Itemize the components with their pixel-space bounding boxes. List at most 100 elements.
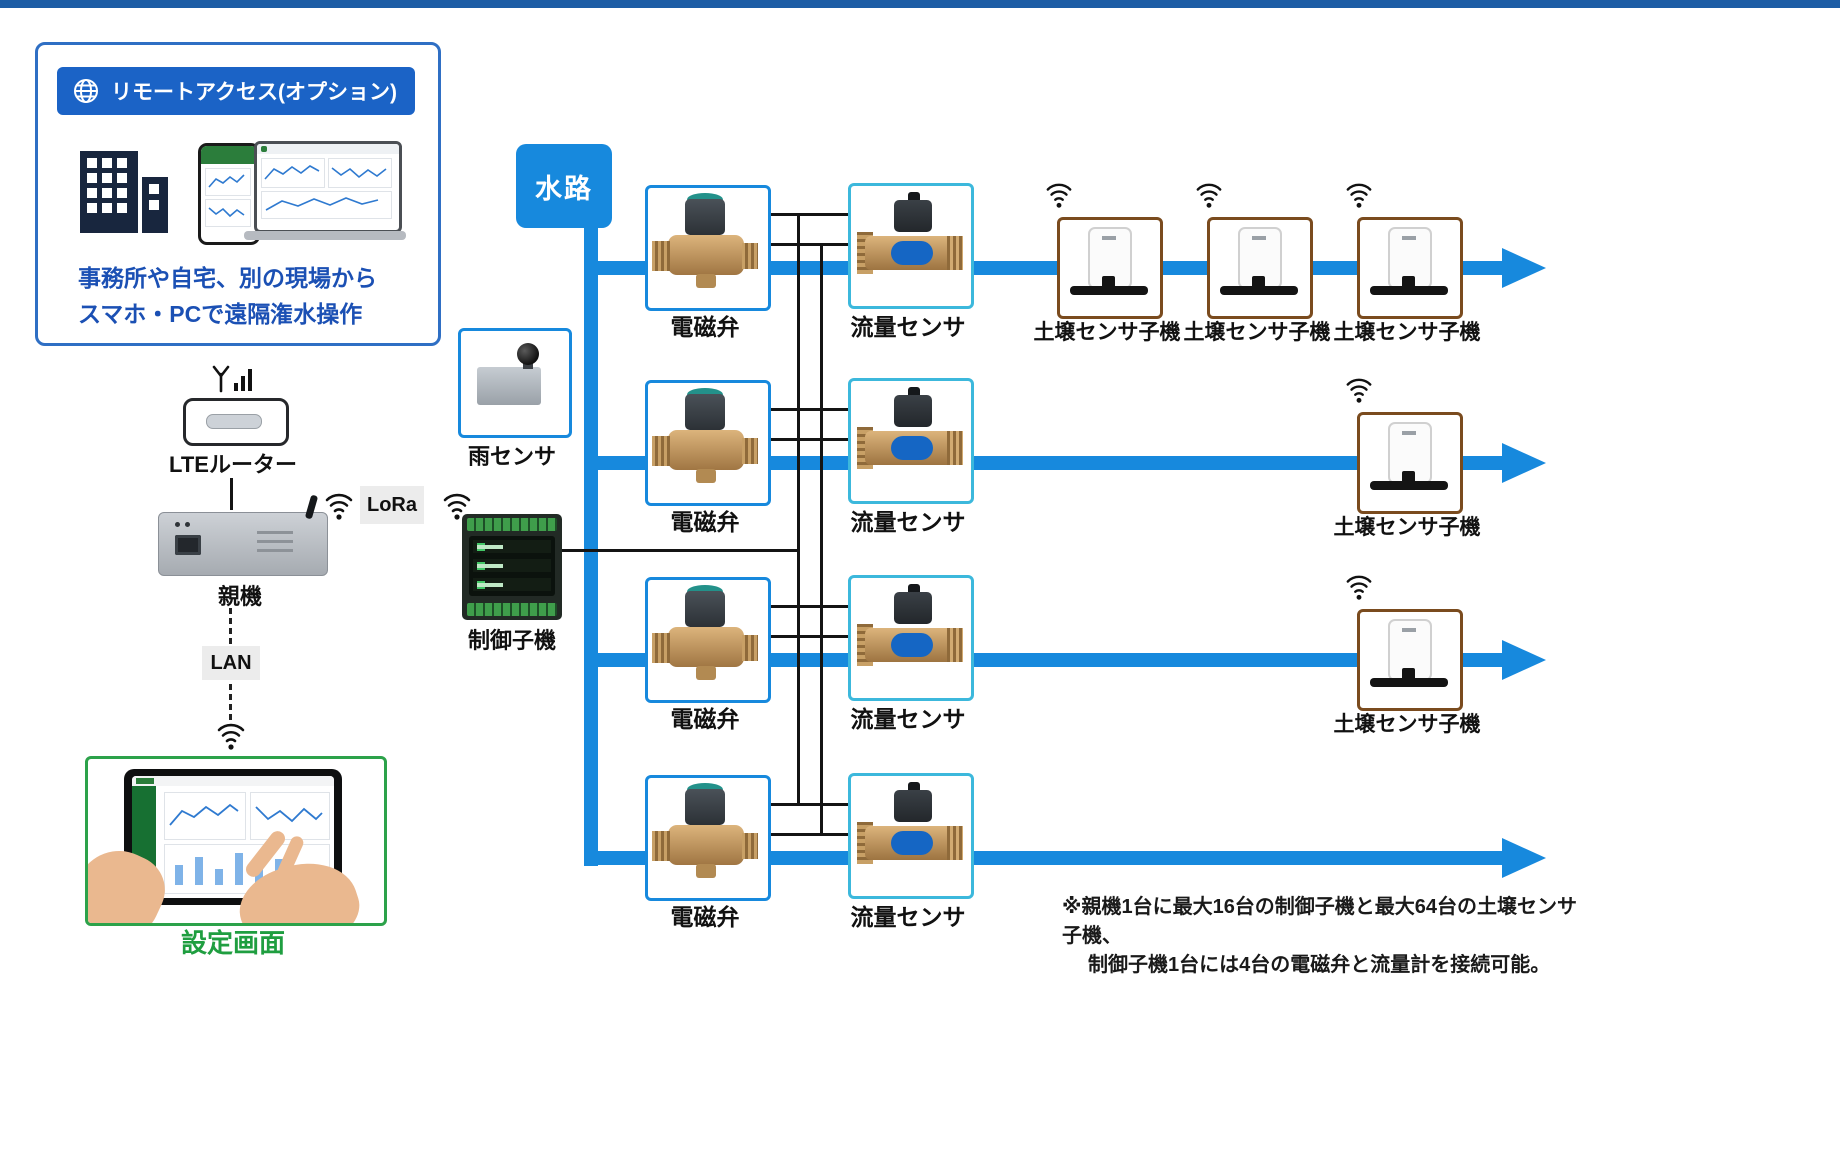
- parent-unit-device: [158, 494, 328, 576]
- wiring-line: [765, 635, 848, 638]
- cellular-signal-icon: [212, 365, 252, 393]
- wifi-icon: [1346, 378, 1372, 403]
- solenoid-valve-image: [648, 580, 768, 700]
- wifi-icon: [1346, 575, 1372, 600]
- soil-sensor-label: 土壌センサ子機: [1333, 713, 1481, 736]
- tablet-screen: [132, 776, 334, 898]
- flow-sensor-label: 流量センサ: [850, 904, 966, 930]
- soil-sensor-image: [1360, 220, 1460, 316]
- controller-device: [462, 514, 562, 620]
- building-icon: [80, 151, 168, 233]
- pipe-arrow-row4: [1502, 838, 1546, 878]
- globe-icon: [74, 79, 98, 103]
- soil-sensor-label: 土壌センサ子機: [1183, 321, 1331, 344]
- settings-screen-panel: [85, 756, 387, 926]
- wiring-line: [765, 243, 848, 246]
- solenoid-valve-image: [648, 383, 768, 503]
- rain-sensor-image: [461, 331, 569, 435]
- flow-sensor-image: [851, 776, 971, 896]
- irrigation-pipe-row3: [584, 653, 1502, 667]
- soil-sensor-box: [1207, 217, 1313, 319]
- flow-sensor-image: [851, 578, 971, 698]
- wifi-icon: [325, 493, 353, 520]
- solenoid-valve-box: [645, 577, 771, 703]
- lte-router-label: LTEルーター: [169, 452, 297, 477]
- solenoid-valve-image: [648, 188, 768, 308]
- lan-dashed-line: [229, 608, 232, 644]
- antenna: [304, 494, 319, 520]
- soil-sensor-box: [1357, 217, 1463, 319]
- waterway-badge: 水路: [516, 144, 612, 228]
- footnote-line1: ※親機1台に最大16台の制御子機と最大64台の土壌センサ子機、: [1062, 896, 1578, 947]
- wiring-line: [765, 605, 848, 608]
- footnote: ※親機1台に最大16台の制御子機と最大64台の土壌センサ子機、 制御子機1台には…: [1062, 893, 1582, 980]
- irrigation-pipe-row2: [584, 456, 1502, 470]
- pipe-arrow-row3: [1502, 640, 1546, 680]
- waterway-trunk-pipe: [584, 226, 598, 866]
- lte-router-device: [183, 398, 289, 446]
- soil-sensor-box: [1057, 217, 1163, 319]
- irrigation-pipe-row4: [584, 851, 1502, 865]
- lan-dashed-line: [229, 684, 232, 720]
- wiring-bus-line: [797, 213, 800, 805]
- wiring-line: [765, 408, 848, 411]
- solenoid-valve-label: 電磁弁: [670, 706, 740, 732]
- ethernet-port: [175, 535, 201, 555]
- soil-sensor-label: 土壌センサ子機: [1033, 321, 1181, 344]
- soil-sensor-image: [1060, 220, 1160, 316]
- router-link-line: [230, 478, 233, 510]
- soil-sensor-box: [1357, 412, 1463, 514]
- solenoid-valve-image: [648, 778, 768, 898]
- flow-sensor-box: [848, 773, 974, 899]
- remote-access-description-line1: 事務所や自宅、別の現場から: [78, 265, 377, 291]
- solenoid-valve-box: [645, 185, 771, 311]
- phone-mockup: [198, 143, 260, 245]
- rain-sensor-box: [458, 328, 572, 438]
- soil-sensor-image: [1210, 220, 1310, 316]
- pipe-arrow-row2: [1502, 443, 1546, 483]
- wiring-line: [765, 438, 848, 441]
- soil-sensor-box: [1357, 609, 1463, 711]
- wifi-icon: [443, 493, 471, 520]
- wifi-icon: [1346, 183, 1372, 208]
- solenoid-valve-label: 電磁弁: [670, 904, 740, 930]
- flow-sensor-image: [851, 186, 971, 306]
- laptop-mockup: [254, 141, 402, 233]
- soil-sensor-label: 土壌センサ子機: [1333, 516, 1481, 539]
- solenoid-valve-label: 電磁弁: [670, 314, 740, 340]
- pipe-arrow-row1: [1502, 248, 1546, 288]
- flow-sensor-box: [848, 575, 974, 701]
- flow-sensor-label: 流量センサ: [850, 509, 966, 535]
- lan-label: LAN: [202, 646, 260, 680]
- remote-access-panel: リモートアクセス(オプション): [35, 42, 441, 346]
- flow-sensor-box: [848, 183, 974, 309]
- solenoid-valve-box: [645, 775, 771, 901]
- soil-sensor-image: [1360, 415, 1460, 511]
- rain-sensor-label: 雨センサ: [467, 444, 556, 469]
- wifi-icon: [1196, 183, 1222, 208]
- remote-access-title: リモートアクセス(オプション): [111, 81, 397, 104]
- lora-label: LoRa: [360, 486, 424, 524]
- flow-sensor-label: 流量センサ: [850, 314, 966, 340]
- wiring-line: [765, 803, 848, 806]
- footnote-line2: 制御子機1台には4台の電磁弁と流量計を接続可能。: [1088, 954, 1551, 976]
- top-accent-bar: [0, 0, 1840, 8]
- wiring-line: [765, 833, 848, 836]
- soil-sensor-image: [1360, 612, 1460, 708]
- wiring-line: [765, 213, 848, 216]
- solenoid-valve-label: 電磁弁: [670, 509, 740, 535]
- soil-sensor-label: 土壌センサ子機: [1333, 321, 1481, 344]
- remote-access-description-line2: スマホ・PCで遠隔潅水操作: [78, 301, 363, 327]
- solenoid-valve-box: [645, 380, 771, 506]
- remote-access-header: リモートアクセス(オプション): [57, 67, 415, 115]
- controller-wiring-line: [562, 549, 799, 552]
- parent-unit-label: 親機: [217, 584, 262, 609]
- wiring-bus-line: [820, 243, 823, 835]
- wifi-icon: [1046, 183, 1072, 208]
- flow-sensor-image: [851, 381, 971, 501]
- wifi-icon: [217, 723, 245, 750]
- controller-label: 制御子機: [467, 628, 556, 653]
- laptop-base: [244, 231, 406, 240]
- flow-sensor-label: 流量センサ: [850, 706, 966, 732]
